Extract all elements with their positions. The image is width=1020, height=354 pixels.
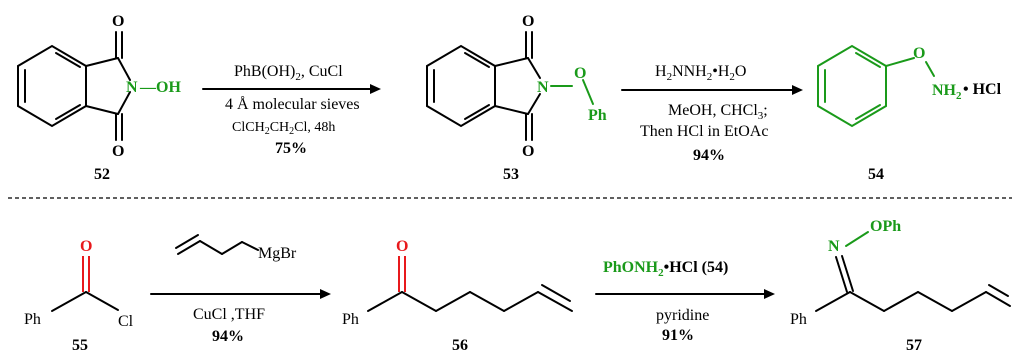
compound-56-o: O — [396, 238, 408, 255]
reaction-arrow-4: PhONH2•HCl (54) pyridine 91% — [595, 259, 775, 344]
compound-54: O NH2 • HCl 54 — [817, 44, 1002, 183]
compound-53-o-top: O — [522, 13, 534, 30]
compound-55-o: O — [80, 238, 92, 255]
butenyl-grignard-structure — [175, 234, 259, 255]
compound-55-structure — [51, 256, 119, 312]
arrow-4-reagent: PhONH2•HCl (54) — [603, 259, 728, 279]
arrow-1-reagent-2: 4 Å molecular sieves — [225, 95, 360, 113]
arrow-2-reagent-3: Then HCl in EtOAc — [640, 123, 768, 140]
compound-52-number: 52 — [94, 166, 110, 183]
compound-56-ph: Ph — [342, 311, 359, 328]
reaction-arrow-1: PhB(OH)2, CuCl 4 Å molecular sieves ClCH… — [202, 63, 381, 157]
compound-57: N OPh Ph 57 — [790, 218, 1011, 354]
compound-53: O O N O Ph 53 — [426, 13, 607, 183]
arrow-3-reagent-top: MgBr — [258, 245, 297, 262]
arrow-3-head — [320, 289, 331, 299]
arrow-4-yield: 91% — [662, 327, 694, 344]
compound-53-structure — [426, 31, 594, 141]
arrow-4-head — [764, 289, 775, 299]
compound-56-number: 56 — [452, 337, 468, 354]
compound-57-oph: OPh — [870, 218, 901, 235]
compound-53-o-bottom: O — [522, 143, 534, 160]
reaction-arrow-2: H2NNH2•H2O MeOH, CHCl3; Then HCl in EtOA… — [621, 63, 803, 164]
compound-53-number: 53 — [503, 166, 519, 183]
arrow-1-head — [370, 84, 381, 94]
compound-52-oh: —OH — [139, 79, 181, 96]
arrow-2-head — [792, 85, 803, 95]
reaction-arrow-3: MgBr CuCl ,THF 94% — [150, 234, 331, 345]
arrow-1-yield: 75% — [275, 140, 307, 157]
arrow-2-reagent-2: MeOH, CHCl3; — [668, 102, 768, 122]
arrow-3-reagent-1: CuCl ,THF — [193, 306, 265, 323]
compound-54-structure — [817, 44, 935, 128]
compound-56-structure — [367, 256, 573, 312]
arrow-3-yield: 94% — [212, 328, 244, 345]
compound-53-ph: Ph — [588, 107, 607, 124]
compound-52-n: N — [126, 79, 138, 96]
compound-55-ph: Ph — [24, 311, 41, 328]
arrow-1-reagent-1: PhB(OH)2, CuCl — [234, 63, 343, 83]
compound-53-n: N — [537, 79, 549, 96]
compound-55-cl: Cl — [118, 313, 134, 330]
compound-57-number: 57 — [906, 337, 922, 354]
compound-52: O O N —OH 52 — [17, 13, 181, 183]
arrow-1-reagent-3: ClCH2CH2Cl, 48h — [232, 120, 335, 137]
compound-56: O Ph 56 — [342, 238, 573, 354]
arrow-2-reagent-1: H2NNH2•H2O — [655, 63, 746, 83]
compound-55-number: 55 — [72, 337, 88, 354]
compound-54-nh2: NH2 — [932, 82, 962, 102]
compound-54-o: O — [913, 45, 925, 62]
compound-57-n: N — [828, 238, 840, 255]
compound-52-structure — [17, 31, 131, 141]
arrow-2-yield: 94% — [693, 147, 725, 164]
compound-54-hcl: • HCl — [963, 81, 1002, 98]
compound-53-o-link: O — [574, 65, 586, 82]
compound-57-structure — [815, 231, 1011, 312]
compound-57-ph: Ph — [790, 311, 807, 328]
compound-54-number: 54 — [868, 166, 884, 183]
compound-55: O Ph Cl 55 — [24, 238, 134, 354]
arrow-4-reagent-2: pyridine — [656, 307, 709, 324]
compound-52-o-top: O — [112, 13, 124, 30]
compound-52-o-bottom: O — [112, 143, 124, 160]
